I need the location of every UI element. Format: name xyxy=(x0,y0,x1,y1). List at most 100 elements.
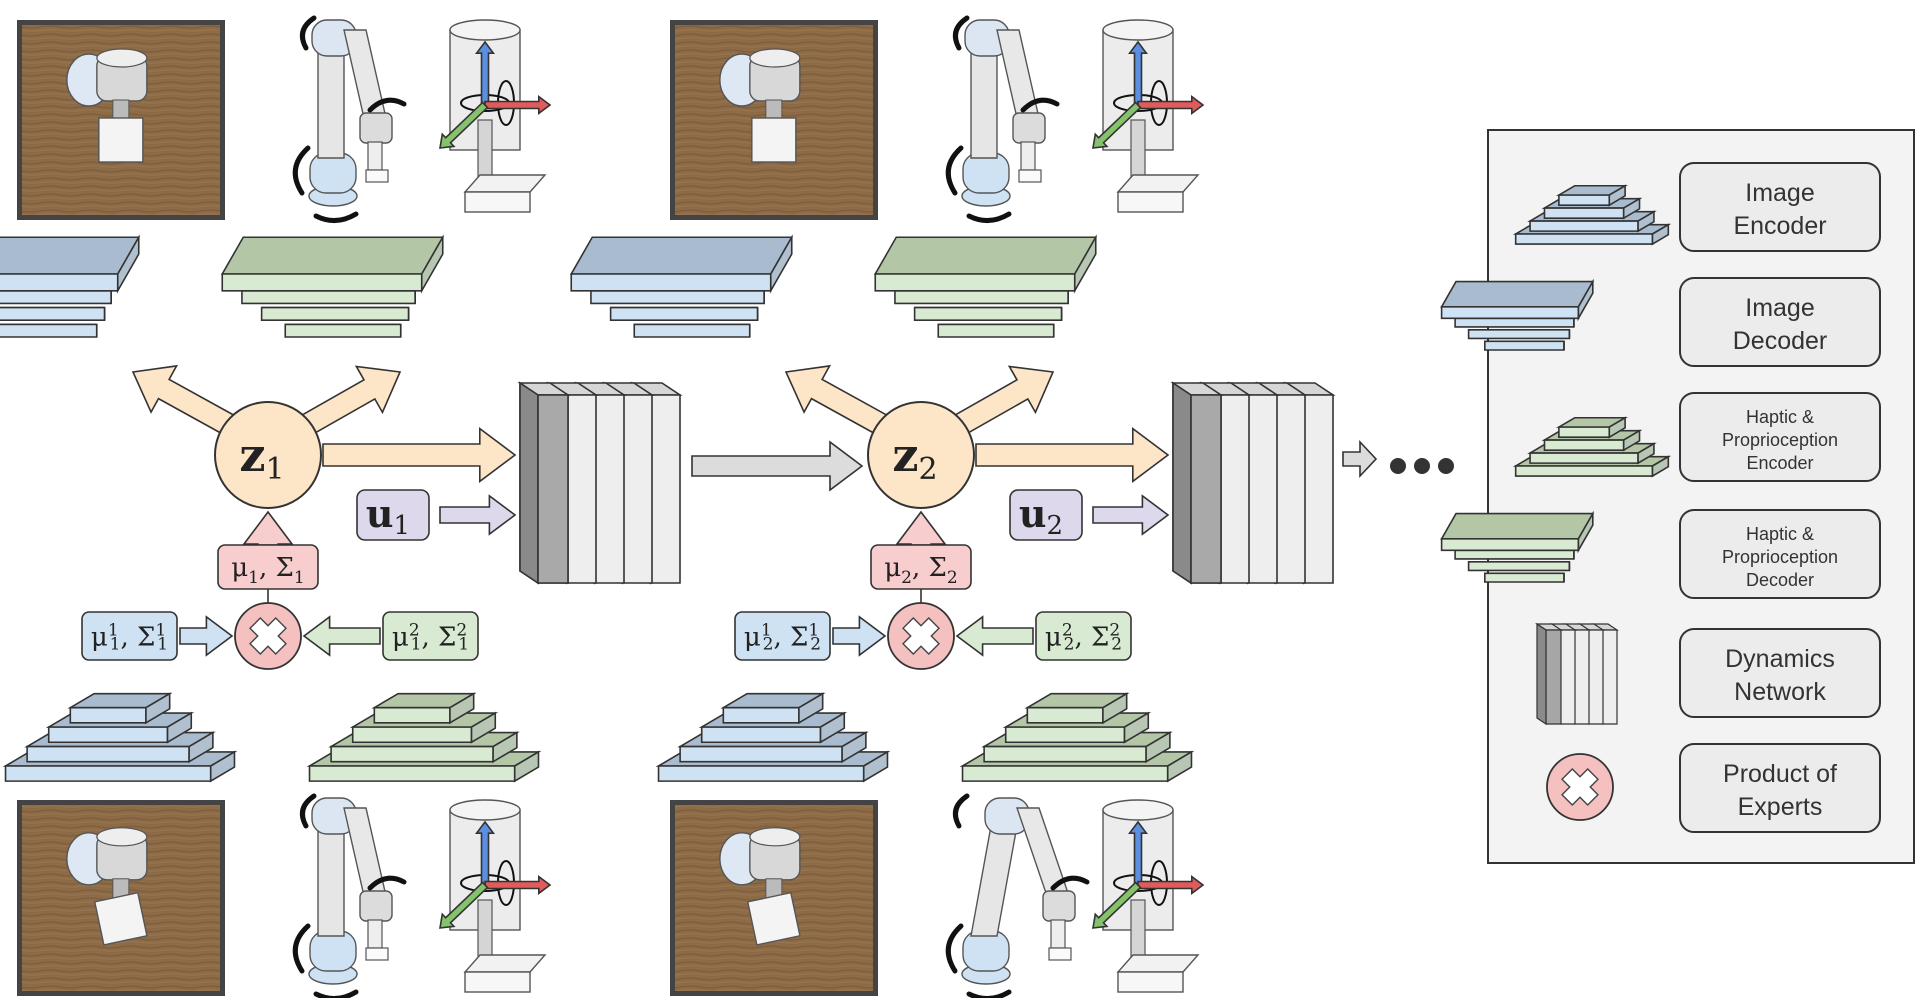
slab-side xyxy=(1166,750,1193,783)
sigma-symbol: Σ xyxy=(137,623,155,653)
legend-label-line: Haptic & xyxy=(1746,407,1814,427)
slab-side xyxy=(1637,210,1655,233)
slab-front xyxy=(1529,452,1639,464)
rotation-arrow-icon xyxy=(299,15,317,51)
rotation-arrow-icon xyxy=(299,793,317,829)
action-label: u1 xyxy=(366,491,410,541)
slab-front xyxy=(284,323,402,338)
robot-arm-icon xyxy=(945,793,1090,998)
legend-poe-label: Product of Experts xyxy=(1679,743,1881,833)
slab-front xyxy=(1467,329,1571,340)
robot-shoulder xyxy=(309,930,357,972)
slab-top xyxy=(1440,280,1595,308)
layer-slab xyxy=(0,289,112,305)
legend-dynamics-label: Dynamics Network xyxy=(1679,628,1881,718)
robot-gripper xyxy=(367,141,383,171)
y-axis-arrow xyxy=(439,101,489,149)
slab-top xyxy=(0,236,141,275)
sensor-plate xyxy=(1116,174,1200,193)
latent-to-dynamics-arrow xyxy=(322,427,517,483)
slab-side xyxy=(1123,711,1150,744)
robot-arm-icon xyxy=(292,793,407,998)
image-encoder xyxy=(2,692,238,783)
action-symbol: u xyxy=(1019,491,1047,536)
slab-front xyxy=(26,745,190,763)
to-image-decoder-arrow xyxy=(131,364,245,441)
arrow-shape xyxy=(955,615,1034,657)
robot-shoulder xyxy=(962,152,1010,194)
layer-slab xyxy=(1440,278,1595,322)
arrow-shape xyxy=(439,494,517,536)
legend: Image Encoder Image Decoder Haptic & Pro… xyxy=(1440,129,1915,864)
rotation-arrow-icon xyxy=(367,97,407,113)
label-part: , xyxy=(259,553,276,583)
label-part: 1 xyxy=(808,621,819,641)
dyn-face xyxy=(1587,629,1604,725)
slab-front xyxy=(0,306,106,322)
layer-slab xyxy=(220,234,445,294)
layer-slab xyxy=(1454,317,1575,328)
haptic-decoder xyxy=(220,234,445,338)
label-part: 1 xyxy=(411,635,422,655)
dynamics-network xyxy=(517,381,683,585)
force-torque-axes-icon xyxy=(1092,799,1205,993)
action-chip xyxy=(356,489,430,541)
sensor-plate-front xyxy=(1117,971,1184,993)
legend-haptic-decoder-label: Haptic & Proprioception Decoder xyxy=(1679,509,1881,599)
dynamics-to-next-latent-arrow xyxy=(691,440,864,492)
label-part: 2 xyxy=(1062,621,1073,641)
slab-side xyxy=(1102,692,1128,725)
force-torque-axes-icon xyxy=(1092,19,1205,213)
y-axis-arrow xyxy=(1092,881,1142,929)
legend-haptic-decoder-icon xyxy=(1440,510,1595,583)
latent-subscript: 1 xyxy=(266,452,285,487)
robot-arm-icon xyxy=(945,15,1060,223)
gripper-top xyxy=(96,827,148,847)
mu-symbol: μ xyxy=(231,553,248,583)
slab-front xyxy=(722,706,800,724)
chip-box xyxy=(1035,611,1132,661)
slab-front xyxy=(1484,572,1565,583)
gripper-neck xyxy=(765,99,783,121)
robot-peg xyxy=(365,169,389,183)
legend-label-line: Network xyxy=(1734,678,1826,706)
rotation-arc xyxy=(952,793,970,829)
slab-side xyxy=(1073,234,1097,294)
sensor-top xyxy=(1102,799,1174,821)
arrow-shape xyxy=(1137,95,1205,115)
layer-slab xyxy=(609,306,759,322)
label-part: 1 xyxy=(157,635,168,655)
slab-front xyxy=(1514,233,1654,245)
latent-node xyxy=(867,401,975,509)
layer-slab xyxy=(371,692,477,725)
to-image-decoder-arrow xyxy=(784,364,898,441)
slab-front xyxy=(1440,305,1580,320)
layer-slab xyxy=(590,289,765,305)
robot-shoulder xyxy=(309,152,357,194)
sensor-plate-front xyxy=(1117,191,1184,213)
slab-side xyxy=(145,692,171,725)
legend-label-line: Image xyxy=(1745,179,1814,207)
rotation-arrow-icon xyxy=(966,989,1012,998)
legend-image-encoder-label: Image Encoder xyxy=(1679,162,1881,252)
dyn-left xyxy=(1172,381,1192,585)
sensor-post xyxy=(1130,119,1146,181)
latent-symbol: z xyxy=(892,428,918,482)
label-part: , xyxy=(912,553,929,583)
dyn-face xyxy=(1601,629,1618,725)
chip-box xyxy=(81,611,178,661)
rotation-arc xyxy=(945,923,964,974)
rotation-arrow-icon xyxy=(966,211,1012,223)
slab-front xyxy=(1514,465,1654,477)
slab-front xyxy=(308,765,516,782)
action-chip xyxy=(1009,489,1083,541)
force-torque-axes-icon xyxy=(439,19,552,213)
legend-haptic-encoder-icon xyxy=(1512,416,1672,478)
z-axis-arrow xyxy=(475,820,495,886)
slab-front xyxy=(1026,706,1104,724)
